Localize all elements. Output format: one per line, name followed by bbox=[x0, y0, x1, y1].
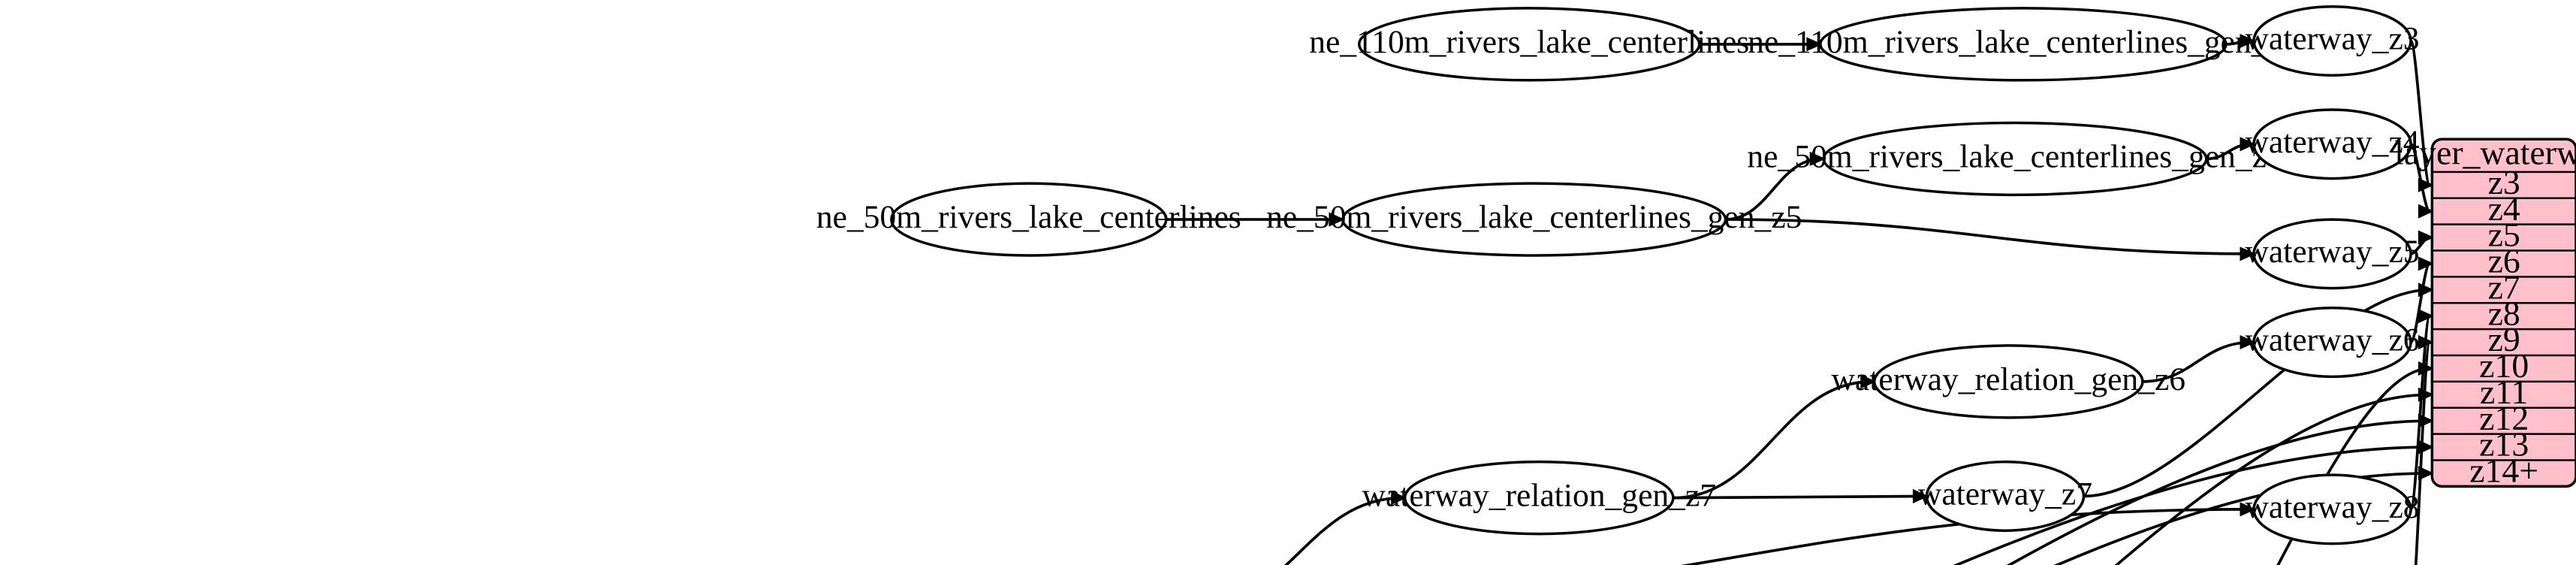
node-label: waterway_relation_gen_z6 bbox=[1832, 361, 2186, 397]
edge-waterway_relation_gen_z6-to-waterway_z6 bbox=[2142, 340, 2252, 383]
edge-arrowhead bbox=[1806, 37, 1823, 52]
table-row-z13[interactable]: z13 bbox=[2479, 425, 2529, 464]
node-waterway_relation_gen_z6[interactable]: waterway_relation_gen_z6 bbox=[1832, 344, 2186, 419]
table-row-z3[interactable]: z3 bbox=[2488, 163, 2520, 201]
node-label: waterway_relation_gen_z7 bbox=[1362, 478, 1717, 514]
node-ne_50m_rivers_lake_centerlines_gen_z5[interactable]: ne_50m_rivers_lake_centerlines_gen_z5 bbox=[1266, 182, 1802, 257]
node-waterway_z3[interactable]: waterway_z3 bbox=[2245, 5, 2420, 77]
edge-arrowhead bbox=[1809, 151, 1826, 166]
edge-arrowhead bbox=[2418, 256, 2435, 271]
node-label: ne_50m_rivers_lake_centerlines_gen_z5 bbox=[1266, 199, 1802, 235]
node-ne_50m_rivers_lake_centerlines[interactable]: ne_50m_rivers_lake_centerlines bbox=[816, 182, 1241, 257]
edge-waterway_z11-to-layer_waterway-z11 bbox=[2114, 393, 2430, 565]
edge-waterway_z3-to-layer_waterway-z3 bbox=[2409, 39, 2431, 187]
node-ellipse bbox=[1357, 7, 1701, 82]
node-label: waterway_z6 bbox=[2245, 322, 2419, 358]
edge-arrowhead bbox=[2418, 413, 2435, 428]
table-row-z5[interactable]: z5 bbox=[2488, 216, 2520, 254]
table-row-z11[interactable]: z11 bbox=[2480, 373, 2528, 411]
node-ne_50m_rivers_lake_centerlines_gen_z4[interactable]: ne_50m_rivers_lake_centerlines_gen_z4 bbox=[1747, 121, 2283, 197]
node-label: waterway_z5 bbox=[2245, 234, 2419, 270]
edge-waterway_z7-to-layer_waterway-z7 bbox=[2083, 288, 2430, 498]
edge-arrowhead bbox=[2240, 335, 2256, 350]
edge-arrowhead bbox=[1391, 491, 1407, 506]
node-ne_110m_rivers_lake_centerlines_gen_z3[interactable]: ne_110m_rivers_lake_centerlines_gen_z3 bbox=[1748, 7, 2299, 82]
edge-ne_50m_rivers_lake_centerlines_gen_z5-to-waterway_z5 bbox=[1725, 218, 2252, 255]
edge-waterway_z13-to-layer_waterway-z13 bbox=[1953, 446, 2430, 565]
node-ellipse bbox=[2252, 218, 2412, 290]
node-waterway_z5[interactable]: waterway_z5 bbox=[2245, 218, 2420, 290]
node-ellipse bbox=[2252, 473, 2412, 545]
edge-arrowhead bbox=[1860, 374, 1877, 389]
node-ellipse bbox=[1925, 460, 2086, 532]
table-row-z8[interactable]: z8 bbox=[2488, 294, 2520, 332]
layer-waterway-table: layer_waterwayz3z4z5z6z7z8z9z10z11z12z13… bbox=[2394, 134, 2576, 490]
edge-arrowhead bbox=[2418, 309, 2435, 324]
edge-arrowhead bbox=[2418, 282, 2435, 298]
edge-arrowhead bbox=[2418, 335, 2435, 350]
edge-waterway_z10-to-layer_waterway-z10 bbox=[2276, 367, 2430, 565]
node-waterway_relation_gen_z7[interactable]: waterway_relation_gen_z7 bbox=[1362, 460, 1717, 536]
layer-waterway-table-outline bbox=[2430, 137, 2576, 488]
edge-arrowhead bbox=[2240, 246, 2256, 261]
table-row-z6[interactable]: z6 bbox=[2488, 242, 2520, 280]
node-ellipse bbox=[1819, 7, 2228, 82]
node-label: waterway_z7 bbox=[1918, 476, 2092, 512]
edge-arrowhead bbox=[2418, 204, 2435, 219]
table-row-z12[interactable]: z12 bbox=[2479, 399, 2529, 437]
node-ne_110m_rivers_lake_centerlines[interactable]: ne_110m_rivers_lake_centerlines bbox=[1309, 7, 1749, 82]
edge-arrowhead bbox=[2418, 361, 2435, 376]
edge-arrowhead bbox=[2240, 502, 2256, 517]
edge-waterway_z12-to-layer_waterway-z12 bbox=[2006, 419, 2430, 565]
edge-arrowhead bbox=[2418, 230, 2435, 245]
node-label: waterway_z8 bbox=[2245, 489, 2419, 525]
edge-ne_50m_rivers_lake_centerlines_gen_z5-to-ne_50m_rivers_lake_centerlines_gen_z4 bbox=[1725, 157, 1821, 221]
table-row-z10[interactable]: z10 bbox=[2479, 346, 2529, 385]
node-ellipse bbox=[2252, 108, 2412, 180]
node-waterway_z7[interactable]: waterway_z7 bbox=[1918, 460, 2092, 532]
layer-waterway-title: layer_waterway bbox=[2394, 134, 2576, 172]
node-ellipse bbox=[1822, 121, 2208, 197]
node-ellipse bbox=[2252, 307, 2412, 379]
node-waterway_z4[interactable]: waterway_z4 bbox=[2245, 108, 2420, 180]
table-row-z7[interactable]: z7 bbox=[2488, 267, 2520, 306]
edge-arrowhead bbox=[1329, 212, 1345, 227]
node-label: waterway_z3 bbox=[2245, 21, 2419, 57]
node-label: ne_110m_rivers_lake_centerlines bbox=[1309, 24, 1749, 60]
node-label: waterway_z4 bbox=[2245, 124, 2419, 160]
node-label: ne_50m_rivers_lake_centerlines_gen_z4 bbox=[1747, 139, 2283, 175]
edge-arrowhead bbox=[1912, 488, 1929, 503]
edge-waterway_relation_gen_z7-to-waterway_z7 bbox=[1673, 494, 1925, 500]
edge-arrowhead bbox=[2240, 33, 2256, 49]
edge-waterway_z14-to-layer_waterway-z14+ bbox=[2053, 472, 2430, 565]
node-label: ne_110m_rivers_lake_centerlines_gen_z3 bbox=[1748, 24, 2299, 60]
edges-layer bbox=[1166, 33, 2435, 565]
node-ellipse bbox=[1403, 460, 1675, 536]
node-waterway_z6[interactable]: waterway_z6 bbox=[2245, 307, 2420, 379]
node-ellipse bbox=[1341, 182, 1727, 257]
edge-arrowhead bbox=[2240, 137, 2256, 152]
node-ellipse bbox=[2252, 5, 2412, 77]
edge-waterway_relation_gen_z8-to-waterway_relation_gen_z7 bbox=[1283, 496, 1403, 565]
edge-arrowhead bbox=[2418, 440, 2435, 455]
edge-arrowhead bbox=[2418, 387, 2435, 402]
edge-waterway_relation_gen_z8-to-waterway_z8 bbox=[1681, 508, 2252, 565]
table-row-z9[interactable]: z9 bbox=[2488, 320, 2520, 358]
edge-waterway_z8-to-layer_waterway-z8 bbox=[2409, 314, 2431, 511]
node-waterway_z8[interactable]: waterway_z8 bbox=[2245, 473, 2420, 545]
node-ellipse bbox=[890, 182, 1168, 257]
table-row-z4[interactable]: z4 bbox=[2488, 189, 2520, 228]
nodes-layer: imposm3osm_waterway_relationosm_waterway… bbox=[816, 5, 2420, 545]
edge-arrowhead bbox=[2418, 466, 2435, 481]
edge-waterway_relation_gen_z7-to-waterway_relation_gen_z6 bbox=[1673, 380, 1872, 500]
node-ellipse bbox=[1872, 344, 2144, 419]
edge-waterway_z9-to-layer_waterway-z9 bbox=[2414, 340, 2431, 565]
table-row-z14+[interactable]: z14+ bbox=[2469, 452, 2538, 490]
node-label: ne_50m_rivers_lake_centerlines bbox=[816, 199, 1241, 235]
